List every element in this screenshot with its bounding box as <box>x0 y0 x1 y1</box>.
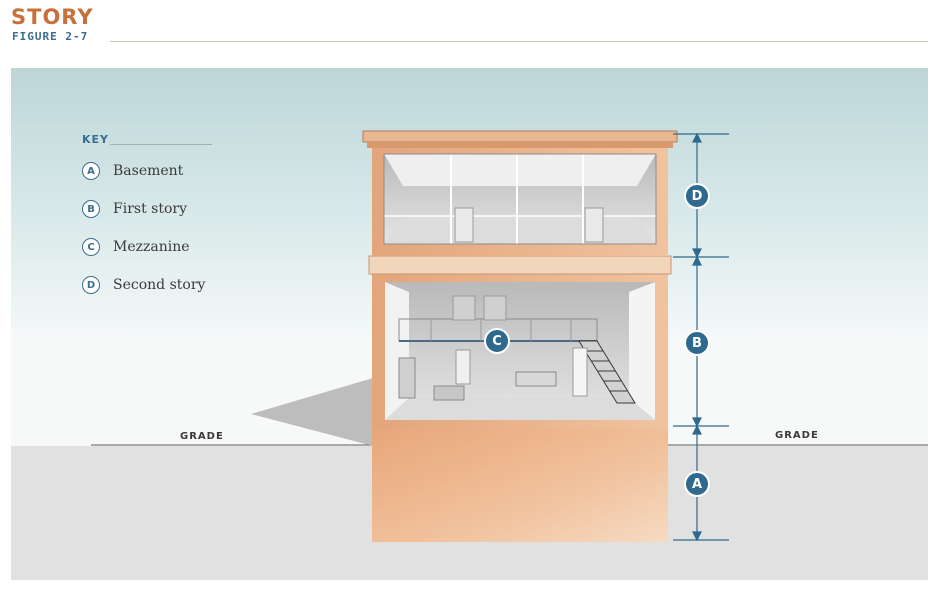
key-label-second-story: Second story <box>113 277 206 293</box>
window <box>572 347 588 397</box>
roof-cornice <box>362 130 678 143</box>
key-badge-c: C <box>82 238 100 256</box>
key-item-basement: A Basement <box>82 162 183 180</box>
illustration-panel <box>11 68 928 580</box>
staircase <box>578 340 636 404</box>
basement-block <box>372 428 668 542</box>
grade-label-left: GRADE <box>180 431 224 442</box>
key-item-second-story: D Second story <box>82 276 205 294</box>
grade-label-right: GRADE <box>775 430 819 441</box>
key-item-mezzanine: C Mezzanine <box>82 238 190 256</box>
building-section-illustration <box>11 68 928 580</box>
key-label-first-story: First story <box>113 201 187 217</box>
key-title: KEY <box>82 133 110 146</box>
dimension-badge-a: A <box>684 471 710 497</box>
doorway <box>455 349 471 385</box>
cabinet <box>398 357 416 399</box>
key-label-mezzanine: Mezzanine <box>113 239 190 255</box>
upper-door <box>454 207 474 243</box>
figure-title: STORY <box>11 5 94 29</box>
mezzanine-badge-c: C <box>484 328 510 354</box>
first-story-left-wall <box>385 282 409 420</box>
dimension-badge-d: D <box>684 183 710 209</box>
building-shadow <box>251 378 373 446</box>
header-divider <box>110 41 928 42</box>
key-item-first-story: B First story <box>82 200 187 218</box>
dining-table <box>515 371 557 387</box>
key-divider <box>110 144 212 145</box>
floor-slab <box>368 255 672 275</box>
key-badge-b: B <box>82 200 100 218</box>
key-badge-d: D <box>82 276 100 294</box>
first-story-right-wall <box>629 282 655 420</box>
key-label-basement: Basement <box>113 163 184 179</box>
upper-door-2 <box>584 207 604 243</box>
first-story-floor <box>385 398 655 420</box>
dimension-badge-b: B <box>684 330 710 356</box>
key-badge-a: A <box>82 162 100 180</box>
figure-number: FIGURE 2-7 <box>12 30 89 43</box>
kitchen-island <box>433 385 465 401</box>
